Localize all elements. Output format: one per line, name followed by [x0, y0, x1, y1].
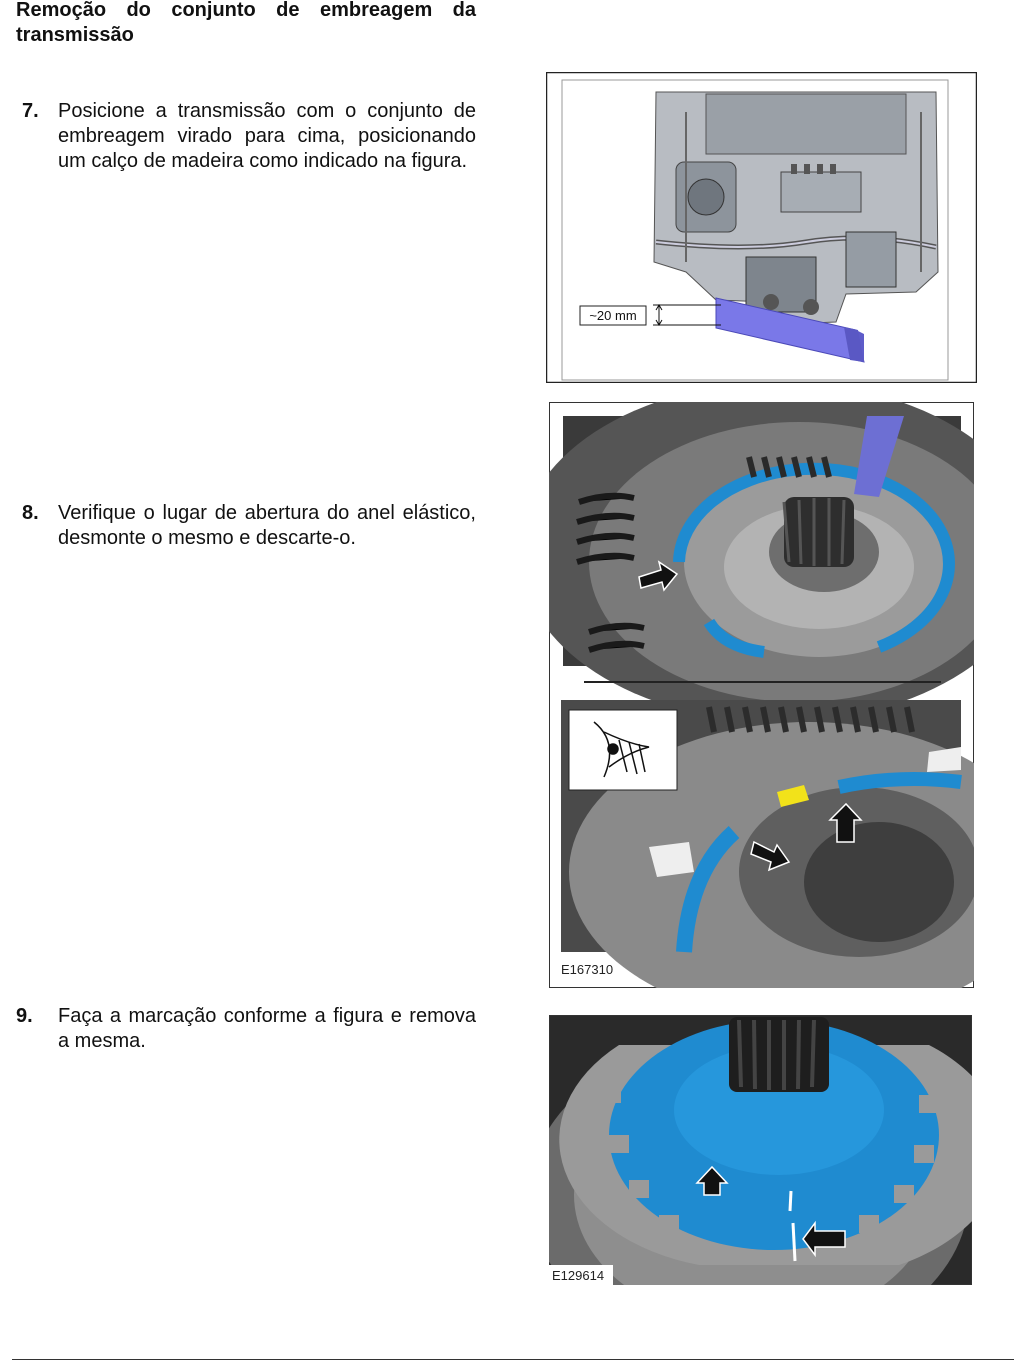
highlighted-hub	[601, 1020, 939, 1250]
step-9: 9. Faça a marcação conforme a figura e r…	[16, 1004, 476, 1054]
figure-marking: E129614	[549, 1015, 972, 1285]
transmission-illustration	[653, 91, 939, 325]
photo-snap-ring-top	[549, 402, 974, 722]
figure-code: E167310	[561, 962, 613, 977]
step-7: 7. Posicione a transmissão com o conjunt…	[16, 99, 476, 174]
section-title: Remoção do conjunto de embreagem da tran…	[16, 0, 476, 46]
figure-transmission-wood-block: ~20 mm	[546, 72, 977, 383]
eye-view-icon	[593, 721, 650, 778]
figure-snap-ring: E167310	[549, 402, 974, 988]
figure-code: E129614	[552, 1268, 604, 1283]
step-number: 8.	[22, 502, 39, 524]
step-text: Posicione a transmissão com o conjunto d…	[58, 100, 476, 172]
dimension-indicator: ~20 mm	[579, 304, 721, 326]
dimension-label: ~20 mm	[589, 308, 636, 323]
step-text: Verifique o lugar de abertura do anel el…	[58, 502, 476, 549]
step-number: 7.	[22, 100, 39, 122]
step-text: Faça a marcação conforme a figura e remo…	[58, 1005, 476, 1052]
photo-snap-ring-bottom	[561, 700, 974, 988]
step-8: 8. Verifique o lugar de abertura do anel…	[16, 501, 476, 551]
step-number: 9.	[16, 1005, 33, 1027]
footer-rule	[12, 1359, 1014, 1360]
